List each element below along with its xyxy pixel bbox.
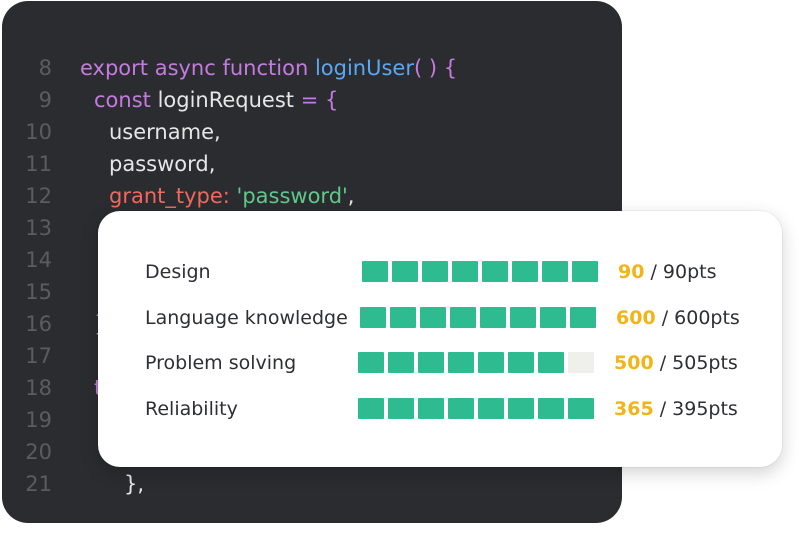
- code-token: password,: [109, 152, 216, 176]
- line-number: 15: [25, 280, 52, 304]
- score-label: Design: [145, 261, 211, 283]
- bar-segment-filled: [452, 261, 478, 282]
- code-token: export async function: [80, 56, 315, 80]
- score-total: / 505pts: [653, 352, 738, 374]
- bar-segment-filled: [508, 352, 534, 373]
- code-token: loginUser: [314, 56, 414, 80]
- bar-segment-filled: [540, 307, 566, 328]
- score-total: / 395pts: [653, 398, 738, 420]
- score-value: 365 / 395pts: [614, 395, 738, 423]
- bar-segment-filled: [478, 398, 504, 419]
- code-text: username,: [109, 116, 221, 148]
- bar-segment-filled: [392, 261, 418, 282]
- bar-segment-filled: [358, 352, 384, 373]
- score-label: Problem solving: [145, 352, 297, 374]
- line-number: 12: [25, 184, 52, 208]
- bar-segment-filled: [542, 261, 568, 282]
- score-row: Design 90 / 90pts: [98, 258, 782, 286]
- score-bar: [360, 307, 596, 328]
- line-number: 21: [25, 472, 52, 496]
- bar-segment-filled: [448, 398, 474, 419]
- code-token: ( ) {: [413, 56, 458, 80]
- code-token: username,: [109, 120, 221, 144]
- line-number: 20: [25, 440, 52, 464]
- line-number: 16: [25, 312, 52, 336]
- code-token: = {: [294, 88, 339, 112]
- code-token: ,: [347, 184, 355, 208]
- bar-segment-filled: [418, 352, 444, 373]
- bar-segment-filled: [390, 307, 416, 328]
- score-earned: 90: [618, 261, 645, 283]
- line-number: 14: [25, 248, 52, 272]
- line-number: 10: [25, 120, 52, 144]
- score-earned: 600: [616, 307, 656, 329]
- code-token: const: [94, 88, 158, 112]
- bar-segment-filled: [572, 261, 598, 282]
- bar-segment-filled: [510, 307, 536, 328]
- line-number: 8: [38, 56, 52, 80]
- bar-segment-filled: [358, 398, 384, 419]
- line-number: 19: [25, 408, 52, 432]
- score-earned: 365: [614, 398, 654, 420]
- code-text: const loginRequest = {: [94, 84, 338, 116]
- score-value: 600 / 600pts: [616, 304, 740, 332]
- score-row: Language knowledge 600 / 600pts: [98, 304, 782, 332]
- bar-segment-filled: [508, 398, 534, 419]
- line-number: 13: [25, 216, 52, 240]
- score-row: Reliability 365 / 395pts: [98, 395, 782, 423]
- score-bar: [358, 352, 594, 373]
- score-value: 500 / 505pts: [614, 349, 738, 377]
- bar-segment-filled: [482, 261, 508, 282]
- code-text: password,: [109, 148, 215, 180]
- score-label: Reliability: [145, 398, 238, 420]
- score-row: Problem solving 500 / 505pts: [98, 349, 782, 377]
- line-number: 18: [25, 376, 52, 400]
- line-number: 11: [25, 152, 52, 176]
- bar-segment-filled: [360, 307, 386, 328]
- score-earned: 500: [614, 352, 654, 374]
- bar-segment-filled: [538, 398, 564, 419]
- line-number: 9: [38, 88, 52, 112]
- code-token: },: [124, 472, 145, 496]
- score-value: 90 / 90pts: [618, 258, 717, 286]
- score-bar: [358, 398, 594, 419]
- bar-segment-filled: [450, 307, 476, 328]
- bar-segment-filled: [420, 307, 446, 328]
- bar-segment-filled: [362, 261, 388, 282]
- bar-segment-empty: [568, 352, 594, 373]
- code-text: },: [124, 468, 144, 500]
- bar-segment-filled: [388, 352, 414, 373]
- line-number: 17: [25, 344, 52, 368]
- score-label: Language knowledge: [145, 307, 348, 329]
- code-token: 'password': [236, 184, 348, 208]
- code-text: export async function loginUser( ) {: [80, 52, 457, 84]
- bar-segment-filled: [568, 398, 594, 419]
- code-token: grant_type:: [109, 184, 237, 208]
- score-total: / 600pts: [655, 307, 740, 329]
- bar-segment-filled: [538, 352, 564, 373]
- bar-segment-filled: [478, 352, 504, 373]
- bar-segment-filled: [512, 261, 538, 282]
- bar-segment-filled: [480, 307, 506, 328]
- score-bar: [362, 261, 598, 282]
- bar-segment-filled: [422, 261, 448, 282]
- score-total: / 90pts: [644, 261, 717, 283]
- bar-segment-filled: [570, 307, 596, 328]
- bar-segment-filled: [418, 398, 444, 419]
- code-text: grant_type: 'password',: [109, 180, 354, 212]
- bar-segment-filled: [388, 398, 414, 419]
- bar-segment-filled: [448, 352, 474, 373]
- code-token: loginRequest: [157, 88, 295, 112]
